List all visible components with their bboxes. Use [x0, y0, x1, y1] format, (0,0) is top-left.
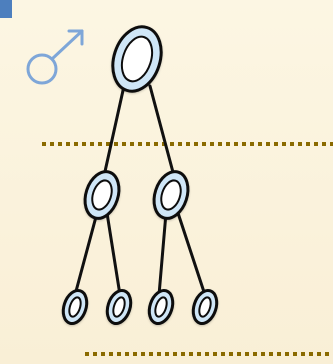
- tree-connectors: [73, 84, 207, 297]
- male-symbol-icon: [26, 29, 84, 85]
- right-secondary-cell: [152, 170, 190, 220]
- spermatid-cell-4: [191, 288, 219, 326]
- spermatid-cell-1: [61, 288, 89, 326]
- top-accent-tab: [0, 0, 12, 18]
- spermatid-cell-2: [105, 288, 133, 326]
- root-cell: [111, 25, 163, 93]
- left-secondary-cell: [83, 170, 121, 220]
- spermatid-cell-3: [147, 288, 175, 326]
